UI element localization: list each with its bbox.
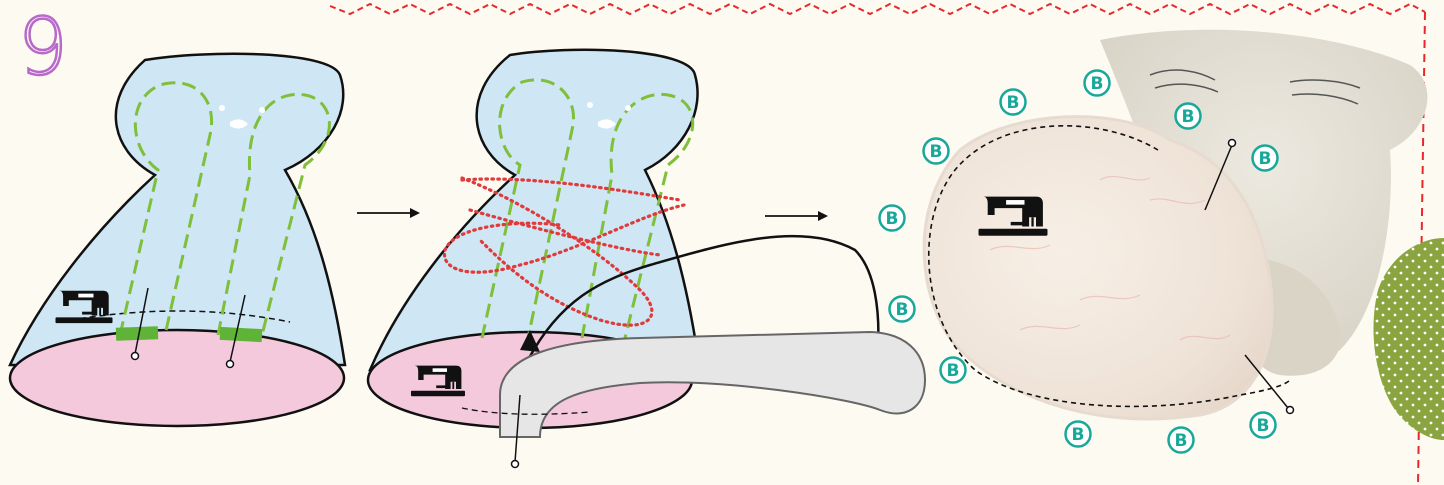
green-dotted-fabric — [1373, 238, 1444, 440]
panel-1 — [10, 54, 345, 426]
pointer-dot-left — [132, 353, 139, 360]
b-badge: B — [924, 139, 949, 164]
opening-marker-right — [220, 327, 263, 342]
arrow-right-icon — [357, 208, 420, 218]
pointer-dot-right — [227, 361, 234, 368]
svg-text:B: B — [1072, 425, 1085, 445]
b-badge: B — [1176, 104, 1201, 129]
panel-3 — [924, 30, 1444, 440]
pointer-dot-top — [1229, 140, 1236, 147]
body-shape — [370, 50, 700, 370]
b-badge: B — [1001, 90, 1026, 115]
svg-text:B: B — [1175, 431, 1188, 451]
b-badge: B — [1251, 413, 1276, 438]
svg-text:B: B — [1259, 149, 1272, 169]
svg-text:B: B — [896, 300, 909, 320]
arrow-right-icon — [765, 211, 828, 221]
top-border-stitch — [330, 4, 1425, 14]
svg-text:B: B — [1091, 74, 1104, 94]
b-badge: B — [1085, 71, 1110, 96]
opening-marker-left — [116, 326, 158, 340]
svg-text:B: B — [947, 361, 960, 381]
step-number: 9 — [18, 3, 68, 93]
b-badge: B — [941, 358, 966, 383]
panel-2 — [368, 50, 925, 468]
svg-text:B: B — [886, 209, 899, 229]
svg-text:B: B — [1007, 93, 1020, 113]
b-badge: B — [880, 206, 905, 231]
b-badge: B — [1169, 428, 1194, 453]
pointer-dot — [512, 461, 519, 468]
svg-text:B: B — [930, 142, 943, 162]
pointer-dot-bottom — [1287, 407, 1294, 414]
b-badge: B — [1253, 146, 1278, 171]
base-circle — [10, 330, 344, 426]
svg-text:B: B — [1257, 416, 1270, 436]
b-badge: B — [1066, 422, 1091, 447]
b-badge: B — [890, 297, 915, 322]
svg-text:B: B — [1182, 107, 1195, 127]
